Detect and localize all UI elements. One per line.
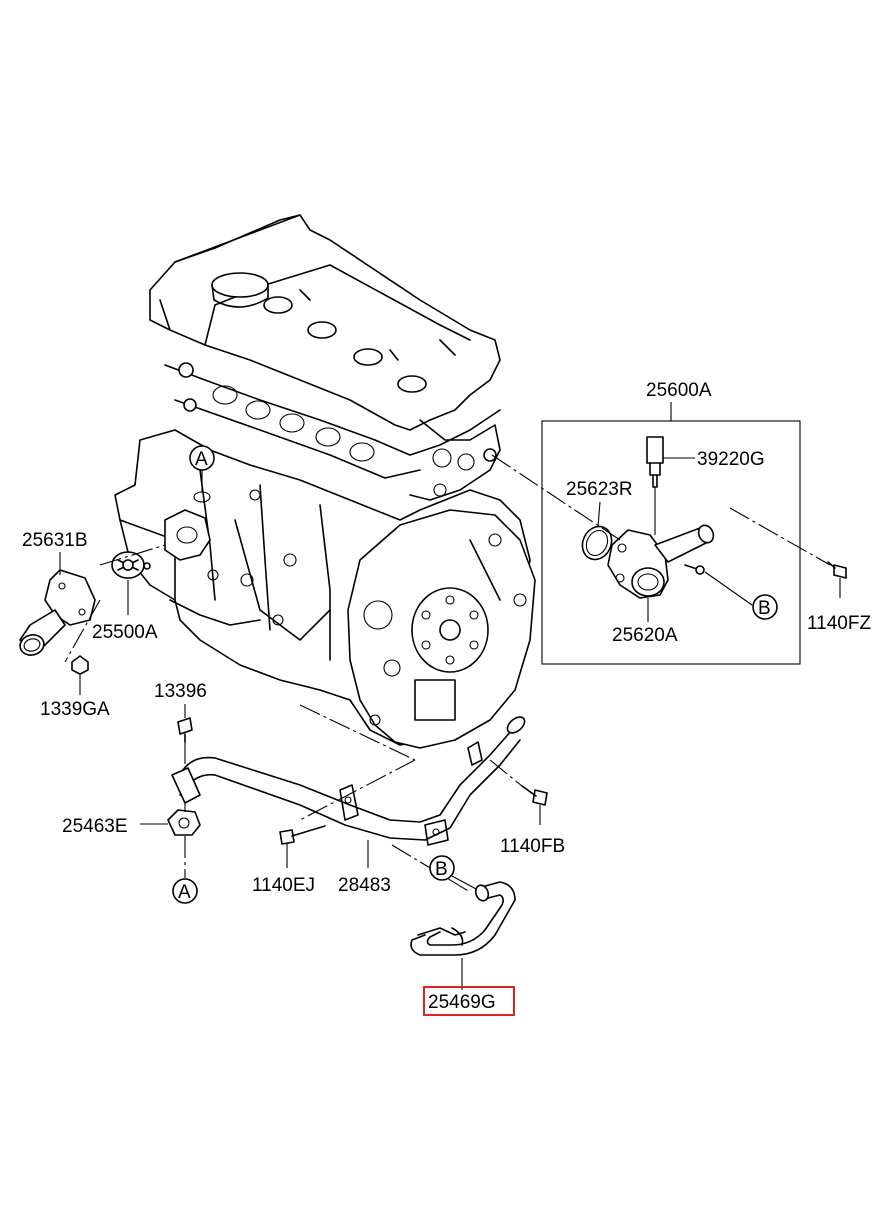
nut-1339GA <box>71 655 89 675</box>
engine-block <box>114 214 536 749</box>
ref-circle-b-box <box>752 594 778 620</box>
ref-b-box: B <box>758 598 771 619</box>
bolt-1140FZ <box>827 561 847 598</box>
stud-13396 <box>177 717 193 743</box>
ref-b-hose: B <box>435 859 448 880</box>
part-label-1140FZ: 1140FZ <box>807 613 871 634</box>
part-label-13396: 13396 <box>154 681 207 702</box>
part-label-25623R: 25623R <box>566 479 633 500</box>
part-label-1140FB: 1140FB <box>500 836 565 857</box>
temperature-sensor <box>646 436 664 535</box>
part-label-25631B: 25631B <box>22 530 88 551</box>
ref-circle-b-hose <box>429 855 455 881</box>
part-label-1339GA: 1339GA <box>40 699 110 720</box>
part-label-25620A: 25620A <box>612 625 678 646</box>
hose-25469G <box>410 881 516 956</box>
ref-a-top: A <box>195 449 208 470</box>
part-label-25500A: 25500A <box>92 622 158 643</box>
ref-circle-a-bottom <box>172 878 198 904</box>
water-outlet-assembly-box: 25600A 39220G 25623R 25620A <box>541 380 801 665</box>
highlight-box-25469G <box>423 986 515 1016</box>
part-label-25469G: 25469G <box>428 992 496 1013</box>
part-label-25463E: 25463E <box>62 816 128 837</box>
water-pipe-28483 <box>171 716 526 846</box>
part-label-1140EJ: 1140EJ <box>252 875 315 896</box>
bolt-1140EJ <box>279 825 326 868</box>
water-outlet-housing <box>607 524 715 599</box>
thermostat-cover <box>19 569 96 656</box>
gasket-25463E <box>167 809 201 836</box>
bolt-1140FB <box>521 785 548 825</box>
part-label-28483: 28483 <box>338 875 391 896</box>
part-label-39220G: 39220G <box>697 449 765 470</box>
part-label-25600A: 25600A <box>646 380 712 401</box>
ref-a-bottom: A <box>178 882 191 903</box>
o-ring <box>581 525 613 561</box>
